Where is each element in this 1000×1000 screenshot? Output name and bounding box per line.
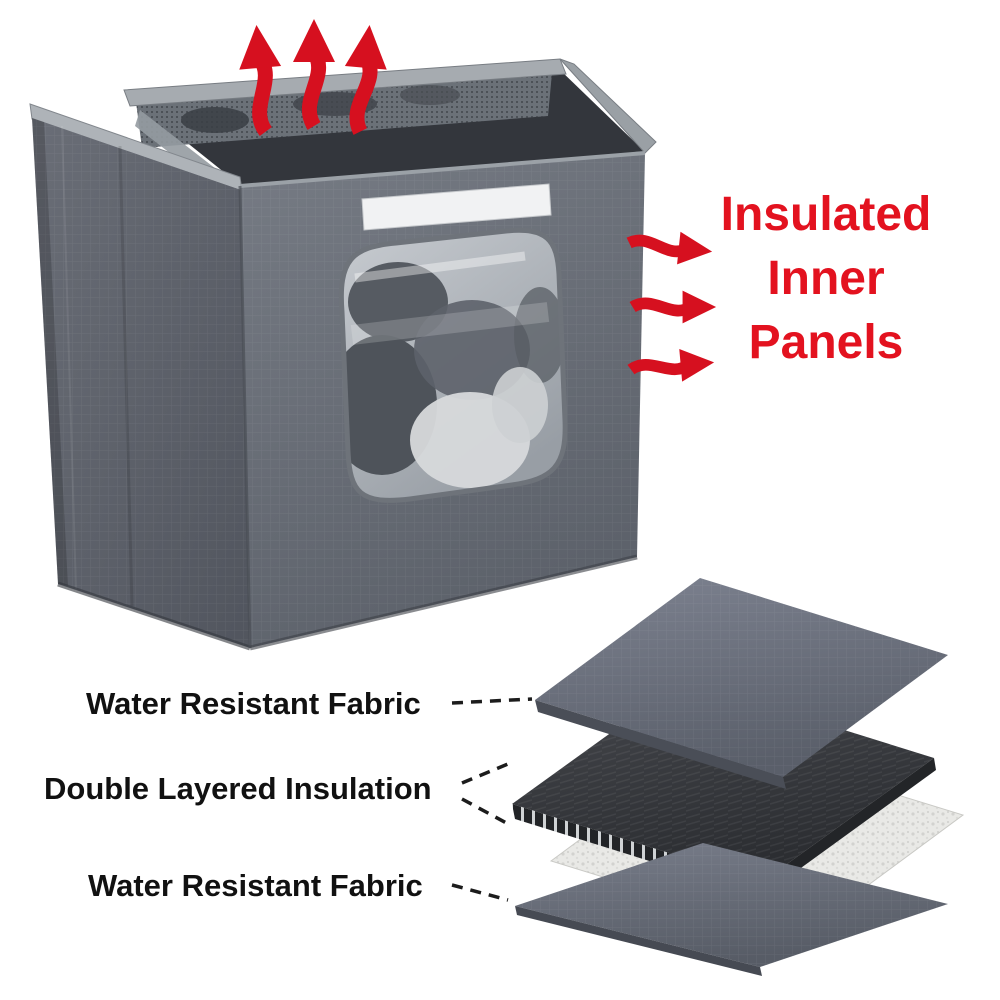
callout-line-3: Panels: [748, 316, 904, 369]
dashed-connector-insulation-upper: [461, 762, 509, 785]
layer-stack: [512, 578, 965, 976]
box-front-face: [238, 151, 646, 651]
fabric-layer-top: [535, 578, 948, 789]
callout-line-2: Inner: [767, 252, 885, 305]
dashed-connector-top-fabric: [451, 697, 533, 705]
layer-label-insulation: Double Layered Insulation: [44, 771, 432, 806]
layer-label-bottom-fabric: Water Resistant Fabric: [88, 868, 423, 903]
pet-silhouette: [341, 251, 566, 488]
velcro-strip: [361, 183, 552, 231]
dashed-connector-insulation-lower: [461, 797, 513, 828]
insulated-inner-panels-callout: Insulated Inner Panels: [690, 183, 962, 375]
box-left-face: [32, 118, 251, 651]
storage-box: [29, 58, 657, 651]
dashed-connector-bottom-fabric: [451, 883, 509, 902]
box-rim: [29, 58, 657, 192]
clear-window: [338, 227, 568, 503]
dashed-connectors: [451, 697, 533, 902]
fabric-layer-bottom: [515, 843, 948, 976]
layer-label-top-fabric: Water Resistant Fabric: [86, 686, 421, 721]
callout-line-1: Insulated: [720, 188, 932, 241]
